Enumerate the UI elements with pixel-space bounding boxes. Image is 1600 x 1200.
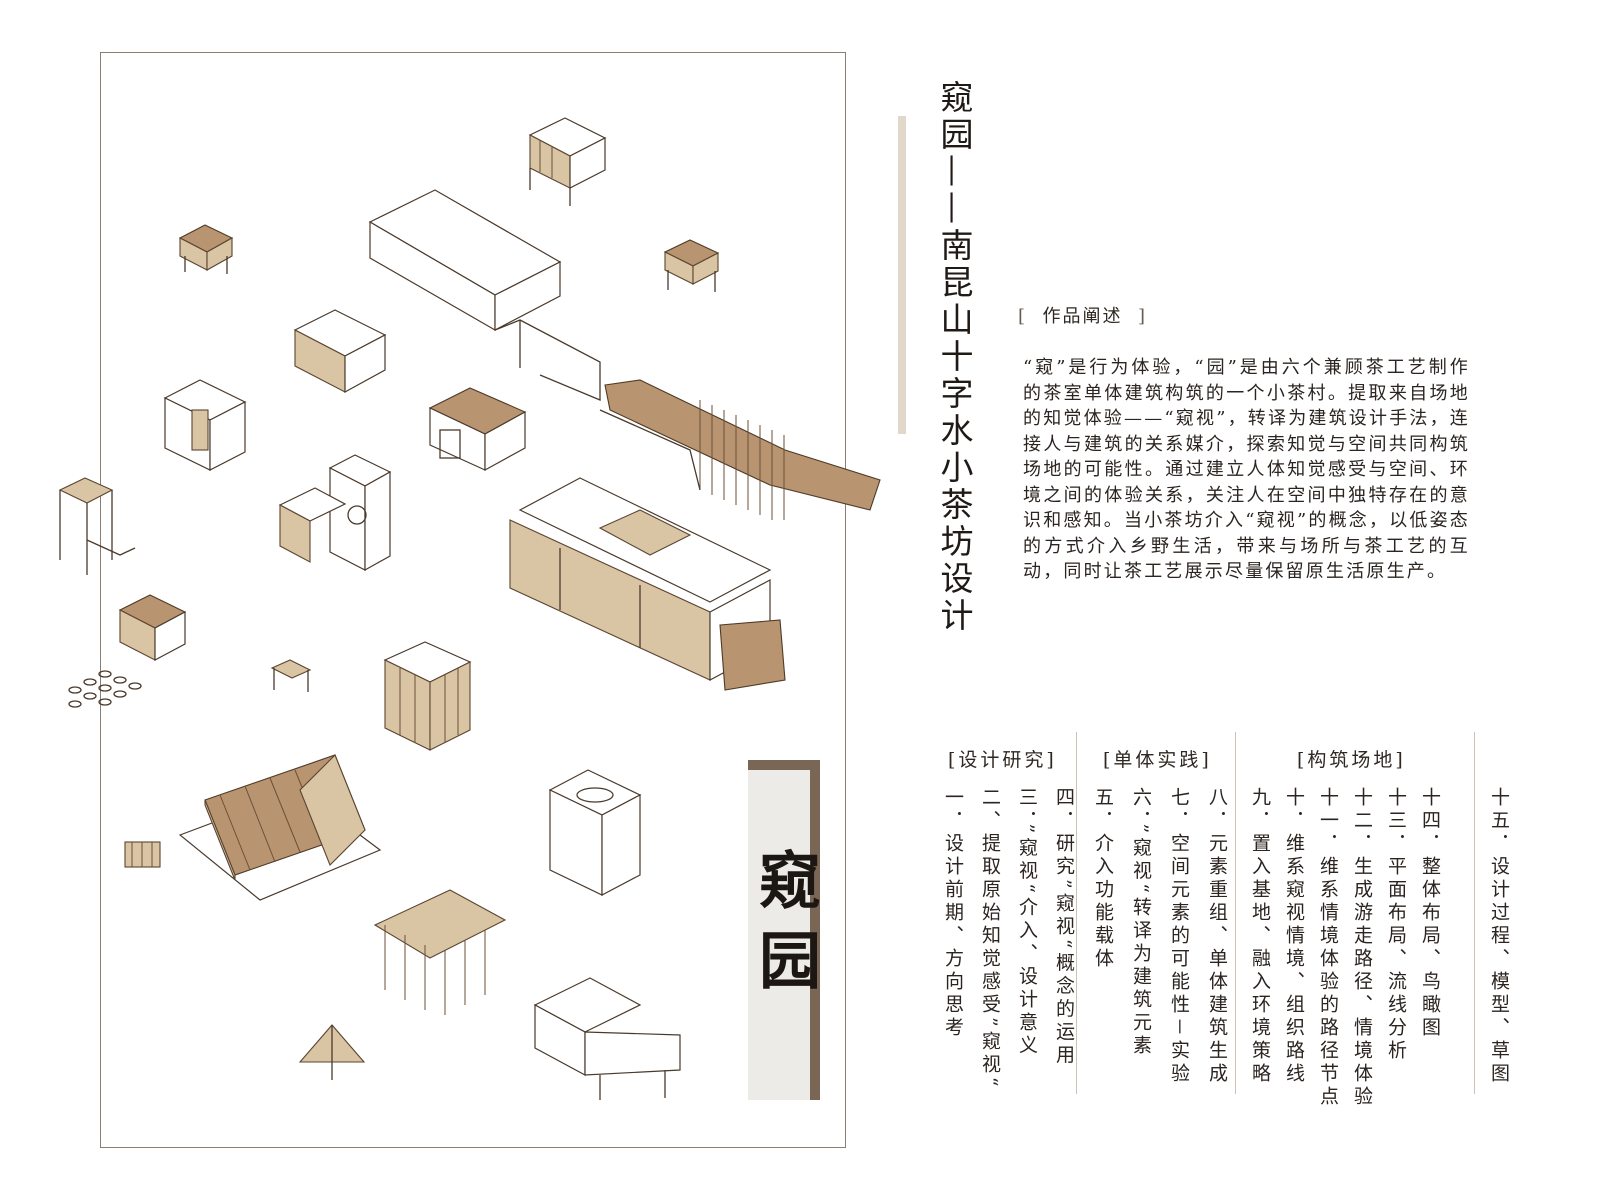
index-text: ．维系窥视情境、组织路线 [1283, 810, 1305, 1086]
index-text: ．元素重组、单体建筑生成 [1206, 810, 1228, 1086]
title-banner: 窥园 [748, 760, 821, 1100]
pavilion-drawing-2 [293, 309, 387, 394]
kiosk-drawing-2 [663, 239, 720, 292]
stepping-tower-drawing [68, 594, 187, 708]
index-item-8: 八．元素重组、单体建筑生成 [1202, 787, 1230, 1086]
index-num: 十三 [1385, 787, 1407, 833]
kiosk-drawing-1 [178, 224, 234, 274]
index-num: 一 [942, 787, 964, 810]
index-item-1: 一．设计前期、方向思考 [938, 787, 966, 1040]
main-teahouse-drawing [509, 477, 786, 691]
section-divider-3 [1474, 732, 1476, 1094]
index-item-9: 九．置入基地、融入环境策略 [1245, 787, 1273, 1086]
index-item-5: 五．介入功能载体 [1088, 787, 1116, 971]
index-num: 四 [1053, 787, 1075, 810]
index-text: ．”窥视“介入、设计意义 [1016, 810, 1038, 1058]
section-divider-1 [1076, 732, 1078, 1094]
index-item-3: 三．”窥视“介入、设计意义 [1012, 787, 1040, 1058]
section-label-site: [构筑场地] [1297, 749, 1406, 771]
index-item-7: 七．空间元素的可能性－实验 [1164, 787, 1192, 1086]
cube-drawing-2 [548, 769, 642, 896]
index-text: ．介入功能载体 [1092, 810, 1114, 971]
index-num: 六 [1130, 787, 1152, 810]
index-text: ．空间元素的可能性－实验 [1168, 810, 1190, 1087]
timber-frame-drawing [373, 889, 507, 1015]
index-item-14: 十四．整体布局、鸟瞰图 [1415, 787, 1443, 1040]
index-num: 三 [1016, 787, 1038, 810]
index-text: ．维系情境体验的路径节点 [1317, 833, 1339, 1109]
index-item-6: 六．”窥视“转译为建筑元素 [1126, 787, 1154, 1058]
drawing-frame [100, 52, 846, 1148]
index-item-12: 十二．生成游走路径、情境体验 [1347, 787, 1375, 1109]
index-item-11: 十一．维系情境体验的路径节点 [1313, 787, 1341, 1109]
index-item-10: 十．维系窥视情境、组织路线 [1279, 787, 1307, 1086]
description-heading: [ 作品阐述 ] [1018, 302, 1147, 328]
pitched-house-drawing [178, 754, 382, 901]
cube-drawing-1 [163, 379, 247, 471]
index-text: ．生成游走路径、情境体验 [1351, 833, 1373, 1109]
index-text: ．设计过程、模型、草图 [1488, 833, 1510, 1086]
section-label-research: [设计研究] [948, 749, 1057, 771]
index-item-15: 十五．设计过程、模型、草图 [1484, 787, 1512, 1086]
index-num: 十五 [1488, 787, 1510, 833]
index-num: 五 [1092, 787, 1114, 810]
index-item-13: 十三．平面布局、流线分析 [1381, 787, 1409, 1063]
banner-text: 窥园 [748, 848, 821, 1008]
index-text: ．平面布局、流线分析 [1385, 833, 1407, 1063]
description-body: “窥”是行为体验，“园”是由六个兼顾茶工艺制作的茶室单体建筑构筑的一个小茶村。提… [1023, 357, 1471, 582]
index-text: ．整体布局、鸟瞰图 [1419, 833, 1441, 1040]
title-accent-bar [898, 116, 906, 434]
index-item-4: 四．研究”窥视“概念的运用 [1049, 787, 1077, 1067]
index-item-2: 二、提取原始知觉感受”窥视“ [975, 787, 1003, 1090]
description-heading-label: 作品阐述 [1042, 306, 1123, 327]
timber-bridge-drawing [599, 379, 881, 520]
bracket-close: ] [1137, 306, 1147, 327]
cylinder-tower-drawing [383, 641, 472, 751]
section-divider-2 [1235, 732, 1237, 1094]
index-text: ．置入基地、融入环境策略 [1249, 810, 1271, 1086]
index-text: 、提取原始知觉感受”窥视“ [979, 810, 1001, 1091]
index-num: 七 [1168, 787, 1190, 810]
index-text: ．研究”窥视“概念的运用 [1053, 810, 1075, 1068]
index-num: 十二 [1351, 787, 1373, 833]
index-text: ．”窥视“转译为建筑元素 [1130, 810, 1152, 1058]
index-text: ．设计前期、方向思考 [942, 810, 964, 1040]
page-title: 窥园——南昆山十字水小茶坊设计 [935, 80, 974, 635]
index-num: 十四 [1419, 787, 1441, 833]
index-num: 九 [1249, 787, 1271, 810]
tent-drawing [298, 1024, 366, 1080]
section-label-practice: [单体实践] [1103, 749, 1212, 771]
tower-drawing-1 [58, 477, 136, 575]
frame-kiosk-drawing [270, 659, 312, 692]
bracket-open: [ [1018, 306, 1028, 327]
round-window-drawing [278, 454, 392, 572]
index-num: 十 [1283, 787, 1305, 810]
index-num: 八 [1206, 787, 1228, 810]
small-ornament-drawing [124, 841, 161, 868]
index-num: 十一 [1317, 787, 1339, 833]
index-num: 二 [979, 787, 1001, 810]
pavilion-drawing-1 [528, 117, 607, 206]
long-box-drawing [368, 189, 601, 401]
house-drawing-1 [428, 387, 527, 472]
house-drawing-2 [533, 977, 681, 1100]
